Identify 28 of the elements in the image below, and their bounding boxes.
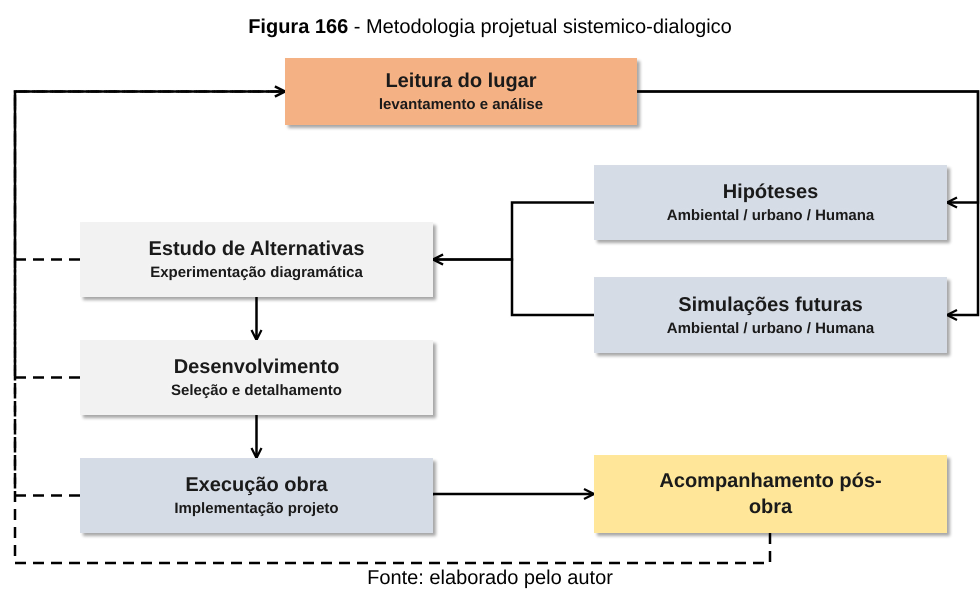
box-heading: Desenvolvimento: [174, 355, 340, 380]
process-box: [285, 58, 637, 125]
arrow: [432, 488, 596, 500]
box-heading: Estudo de Alternativas: [148, 237, 364, 262]
box-subtitle: Implementação projeto: [174, 499, 339, 519]
process-box: [80, 222, 433, 297]
box-subtitle: levantamento e análise: [378, 95, 544, 115]
box-heading: Leitura do lugar: [385, 69, 537, 94]
source-caption: Fonte: elaborado pelo autor: [366, 567, 614, 590]
process-box: [80, 458, 433, 533]
box-subtitle: Experimentação diagramática: [150, 263, 363, 283]
arrow: [432, 253, 594, 316]
process-box: [594, 277, 947, 353]
process-box: [594, 165, 947, 240]
box-heading: Hipóteses: [722, 180, 818, 205]
box-subtitle: Seleção e detalhamento: [171, 381, 342, 401]
arrow: [250, 297, 263, 342]
figure-title: Figura 166 - Metodologia projetual sistemico-dialogico: [247, 16, 733, 39]
box-subtitle: Ambiental / urbano / Humana: [666, 206, 874, 226]
dashed-arrow: [14, 85, 286, 497]
box-heading: Execução obra: [185, 473, 328, 498]
box-heading: Simulações futuras: [678, 292, 863, 318]
process-box: [594, 455, 947, 533]
box-heading: Acompanhamento pós-obra: [658, 469, 883, 520]
arrow: [637, 90, 980, 322]
arrow: [250, 415, 263, 460]
process-box: [80, 340, 433, 415]
box-subtitle: Ambiental / urbano / Humana: [666, 318, 874, 338]
